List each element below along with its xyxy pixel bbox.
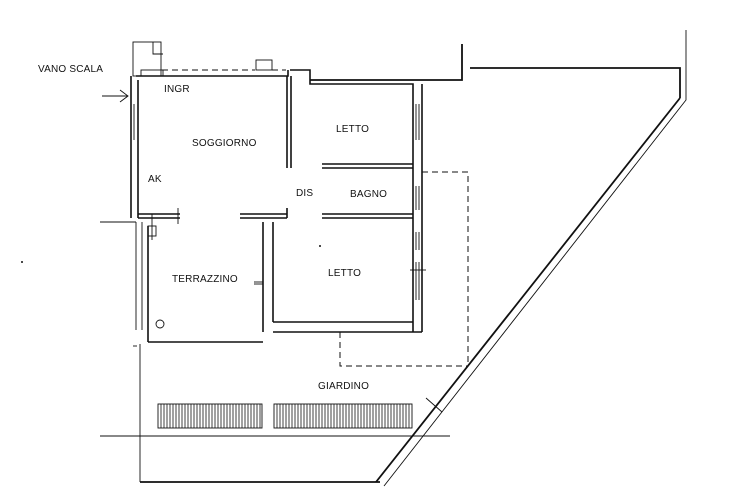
lot-boundary bbox=[100, 30, 687, 487]
label-dis: DIS bbox=[296, 188, 313, 199]
label-vano-scala: VANO SCALA bbox=[38, 64, 103, 75]
label-bagno: BAGNO bbox=[350, 189, 387, 200]
exterior-walls bbox=[130, 59, 423, 333]
label-terrazzino: TERRAZZINO bbox=[172, 274, 238, 285]
windows bbox=[133, 104, 426, 300]
garden-planter-right bbox=[273, 403, 413, 429]
label-ak: AK bbox=[148, 174, 162, 185]
label-giardino: GIARDINO bbox=[318, 381, 369, 392]
entrance-arrow bbox=[102, 89, 129, 103]
terrace bbox=[100, 221, 263, 343]
stray-dot bbox=[21, 261, 23, 263]
stray-dot bbox=[319, 245, 321, 247]
label-ingresso: INGR bbox=[164, 84, 190, 95]
garden-planter-left bbox=[157, 403, 263, 429]
label-letto-bottom: LETTO bbox=[328, 268, 361, 279]
label-letto-top: LETTO bbox=[336, 124, 369, 135]
label-soggiorno: SOGGIORNO bbox=[192, 138, 257, 149]
interior-walls bbox=[138, 76, 413, 240]
stair-block bbox=[132, 41, 164, 77]
